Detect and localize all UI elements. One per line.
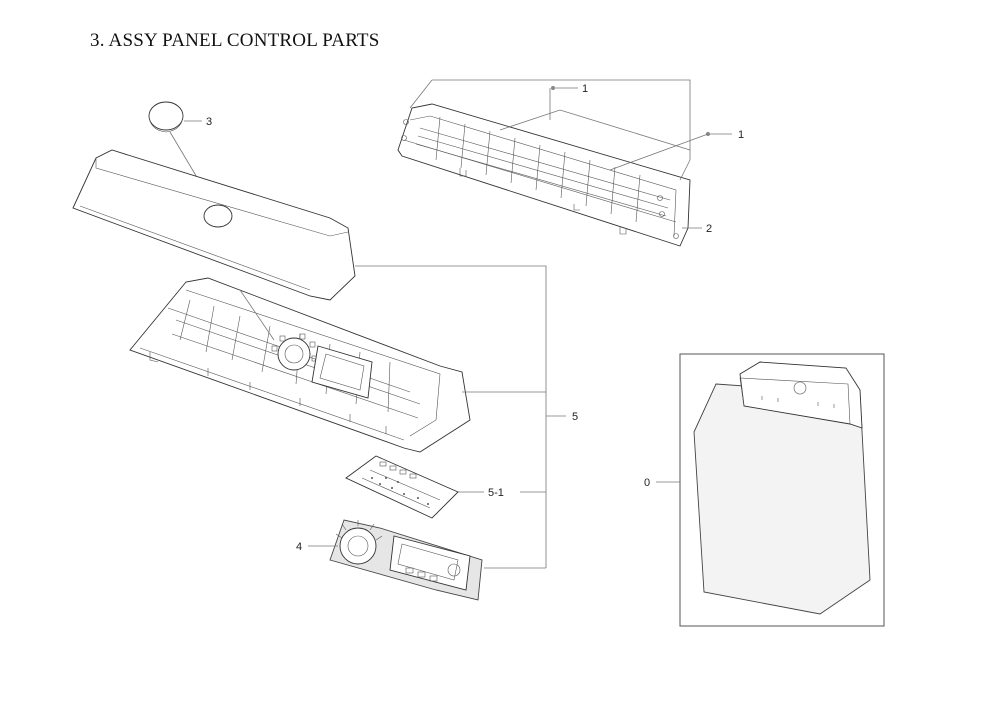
callout-labels: 1 1 2 3 5 5-1 4 0	[206, 83, 744, 553]
callout-1-top: 1	[582, 83, 588, 95]
unit-inset	[656, 353, 885, 627]
callout-2: 2	[706, 223, 712, 235]
page-title: 3. ASSY PANEL CONTROL PARTS	[90, 30, 380, 51]
callout-1-right: 1	[738, 129, 744, 141]
rear-grille-frame	[397, 103, 691, 247]
panel-frame	[129, 277, 471, 453]
callout-3: 3	[206, 116, 212, 128]
panel-cover	[72, 149, 356, 301]
callout-0: 0	[644, 477, 650, 489]
callout-5: 5	[572, 411, 578, 423]
callout-5-1: 5-1	[488, 487, 504, 499]
controller-assembly	[308, 519, 483, 601]
callout-4: 4	[296, 541, 302, 553]
pcb-board	[345, 455, 459, 519]
callout-1-leaders	[409, 79, 732, 229]
